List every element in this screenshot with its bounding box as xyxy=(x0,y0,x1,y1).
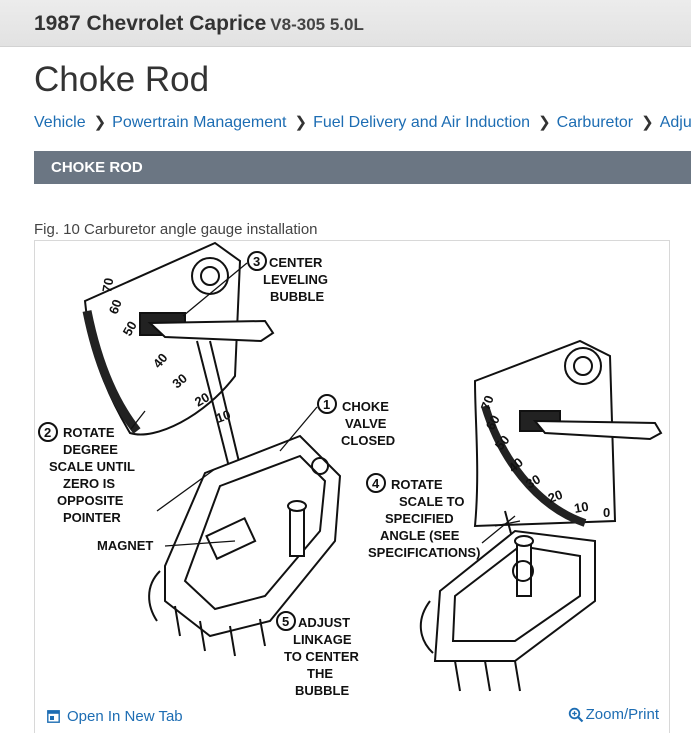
label-adjust-linkage: ADJUST LINKAGE TO CENTER THE BUBBLE xyxy=(284,615,359,698)
svg-text:CLOSED: CLOSED xyxy=(341,433,395,448)
zoom-print-label: Zoom/Print xyxy=(585,706,659,723)
vehicle-name: 1987 Chevrolet Caprice xyxy=(34,12,267,35)
callout-number-1: 1 xyxy=(323,397,330,412)
scale-right-0: 0 xyxy=(603,505,610,520)
figure-panel: 10 20 30 40 50 60 70 xyxy=(34,240,670,734)
engine-spec: V8-305 5.0L xyxy=(270,15,364,34)
carburetor-angle-gauge-diagram[interactable]: 10 20 30 40 50 60 70 xyxy=(35,241,669,699)
svg-text:LEVELING: LEVELING xyxy=(263,272,328,287)
callout-number-5: 5 xyxy=(282,614,289,629)
label-magnet: MAGNET xyxy=(97,538,153,553)
scale-left-10: 10 xyxy=(214,407,233,426)
left-carburetor xyxy=(148,434,342,657)
scale-right-70: 70 xyxy=(478,393,497,412)
svg-text:ADJUST: ADJUST xyxy=(298,615,350,630)
breadcrumb-carburetor[interactable]: Carburetor xyxy=(556,114,634,131)
figure-caption: Fig. 10 Carburetor angle gauge installat… xyxy=(34,221,318,238)
right-scale-labels: 0 10 20 30 40 50 60 70 xyxy=(478,393,611,520)
breadcrumb: Vehicle ❯ Powertrain Management ❯ Fuel Deliv… xyxy=(34,113,691,132)
section-header: CHOKE ROD xyxy=(34,151,691,184)
breadcrumb-vehicle[interactable]: Vehicle xyxy=(34,114,86,131)
page-title: Choke Rod xyxy=(34,60,210,99)
svg-text:ROTATE: ROTATE xyxy=(391,477,443,492)
svg-text:SPECIFIED: SPECIFIED xyxy=(385,511,454,526)
svg-text:TO CENTER: TO CENTER xyxy=(284,649,359,664)
label-rotate-degree-scale: ROTATE DEGREE SCALE UNTIL ZERO IS OPPOSI… xyxy=(49,425,135,525)
callout-number-2: 2 xyxy=(44,425,51,440)
leader-lines xyxy=(130,262,521,547)
svg-text:SPECIFICATIONS): SPECIFICATIONS) xyxy=(368,545,480,560)
left-angle-gauge xyxy=(82,241,275,472)
scale-left-60: 60 xyxy=(106,297,125,316)
svg-text:MAGNET: MAGNET xyxy=(97,538,153,553)
open-in-new-tab-link[interactable]: Open In New Tab xyxy=(47,708,183,725)
svg-text:DEGREE: DEGREE xyxy=(63,442,118,457)
callout-4: 4 xyxy=(366,473,386,493)
open-in-new-tab-label: Open In New Tab xyxy=(67,708,183,725)
svg-text:LINKAGE: LINKAGE xyxy=(293,632,352,647)
svg-text:OPPOSITE: OPPOSITE xyxy=(57,493,124,508)
svg-text:SCALE TO: SCALE TO xyxy=(399,494,465,509)
svg-text:BUBBLE: BUBBLE xyxy=(295,683,349,698)
scale-left-20: 20 xyxy=(192,389,212,409)
chevron-right-icon: ❯ xyxy=(294,114,308,131)
zoom-print-link[interactable]: Zoom/Print xyxy=(568,706,659,723)
callout-5: 5 xyxy=(276,611,296,631)
callout-1: 1 xyxy=(317,394,337,414)
callout-number-3: 3 xyxy=(253,254,260,269)
label-rotate-scale-to-angle: ROTATE SCALE TO SPECIFIED ANGLE (SEE SPE… xyxy=(368,477,480,560)
magnifier-icon xyxy=(568,707,583,722)
scale-right-30: 30 xyxy=(523,471,543,491)
callout-3: 3 xyxy=(247,251,267,271)
svg-text:SCALE UNTIL: SCALE UNTIL xyxy=(49,459,135,474)
svg-text:ANGLE (SEE: ANGLE (SEE xyxy=(380,528,460,543)
external-window-icon xyxy=(47,710,60,723)
label-choke-valve-closed: CHOKE VALVE CLOSED xyxy=(341,399,395,448)
figure-footer: Open In New Tab Zoom/Print xyxy=(35,700,669,734)
breadcrumb-powertrain[interactable]: Powertrain Management xyxy=(112,114,287,131)
svg-text:CHOKE: CHOKE xyxy=(342,399,389,414)
svg-text:ZERO IS: ZERO IS xyxy=(63,476,115,491)
scale-right-10: 10 xyxy=(573,499,590,516)
chevron-right-icon: ❯ xyxy=(641,114,654,131)
section-title: CHOKE ROD xyxy=(51,159,143,176)
scale-right-20: 20 xyxy=(546,487,565,506)
breadcrumb-adjustments[interactable]: Adjustments xyxy=(659,114,691,131)
chevron-right-icon: ❯ xyxy=(93,114,107,131)
callout-2: 2 xyxy=(38,422,58,442)
svg-text:BUBBLE: BUBBLE xyxy=(270,289,324,304)
svg-text:CENTER: CENTER xyxy=(269,255,323,270)
scale-right-60: 60 xyxy=(483,412,503,432)
scale-left-70: 70 xyxy=(99,277,116,294)
svg-text:POINTER: POINTER xyxy=(63,510,121,525)
svg-text:ROTATE: ROTATE xyxy=(63,425,115,440)
svg-text:THE: THE xyxy=(307,666,333,681)
breadcrumb-fuel-delivery[interactable]: Fuel Delivery and Air Induction xyxy=(313,114,531,131)
right-angle-gauge xyxy=(473,339,663,612)
label-center-leveling-bubble: CENTER LEVELING BUBBLE xyxy=(263,255,328,304)
right-carburetor xyxy=(419,529,596,692)
svg-text:VALVE: VALVE xyxy=(345,416,387,431)
scale-left-50: 50 xyxy=(120,318,140,338)
chevron-right-icon: ❯ xyxy=(538,114,551,131)
callout-number-4: 4 xyxy=(372,476,380,491)
